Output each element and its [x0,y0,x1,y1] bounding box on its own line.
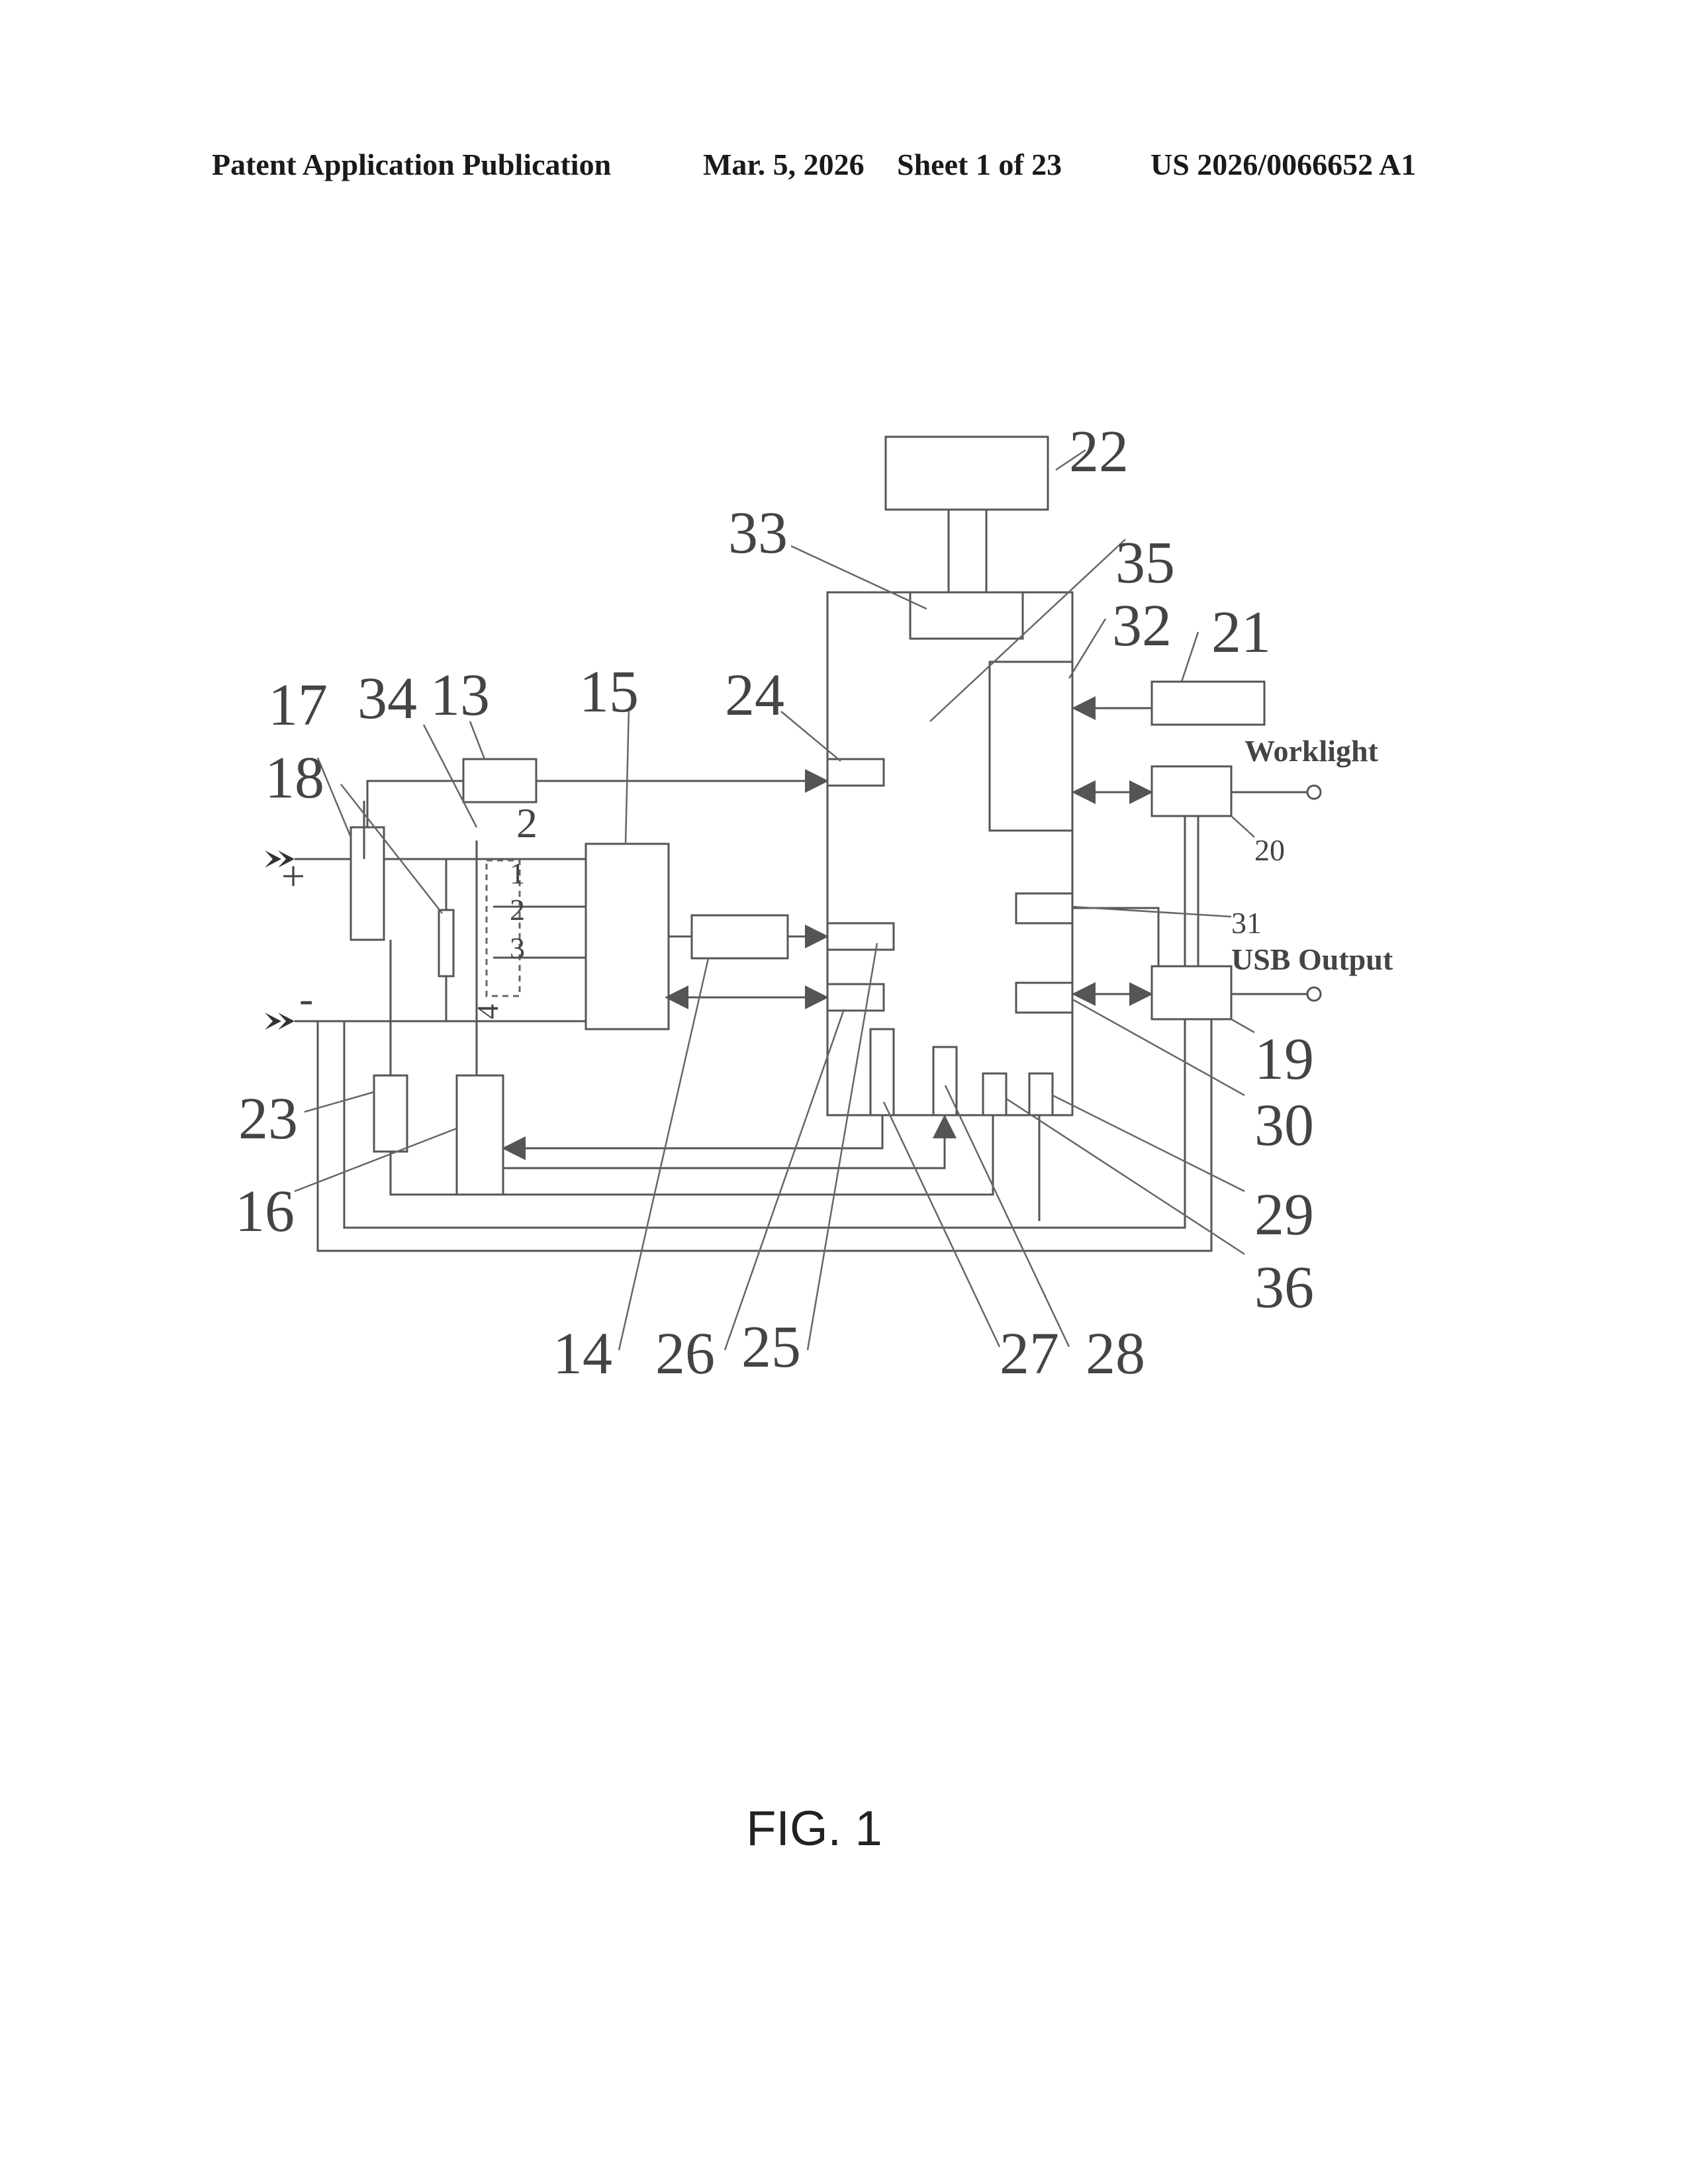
ref-15: 15 [579,659,639,725]
ref-35: 35 [1115,530,1175,596]
sub-block-32 [990,662,1072,831]
ref-28: 28 [1086,1321,1145,1387]
ref-24: 24 [725,662,784,728]
resistor-17 [439,910,453,976]
ref-17: 17 [268,672,328,738]
ref-30: 30 [1254,1093,1314,1158]
block-21 [1152,682,1264,725]
port-28 [933,1047,957,1115]
ref-16: 16 [235,1179,295,1244]
port-36 [983,1073,1006,1115]
ref-33: 33 [728,500,788,566]
ref-34: 34 [357,666,417,731]
usb-output-block-19 [1152,966,1231,1019]
worklight-label: Worklight [1244,734,1379,768]
negative-input-arrow [265,1013,295,1030]
ref-19: 19 [1254,1026,1314,1092]
ref-21: 21 [1211,600,1271,665]
port-29 [1029,1073,1053,1115]
ref-29: 29 [1254,1182,1314,1248]
ref-25: 25 [741,1314,801,1380]
port-26 [827,984,884,1011]
leader-lines [295,450,1254,1350]
port-31 [1016,893,1072,923]
ref-18: 18 [265,745,324,811]
display-block-22 [886,437,1048,510]
ref-14: 14 [553,1321,612,1387]
figure-caption: FIG. 1 [715,1800,914,1856]
connector-block-33 [910,592,1023,639]
ref-23: 23 [238,1086,298,1152]
ref-13: 13 [430,662,490,728]
plus-label: + [281,852,305,899]
fuse-block-18 [351,827,384,940]
ref-32: 32 [1112,593,1172,659]
switch-pos-2: 2 [510,893,525,927]
ref-20: 20 [1254,833,1285,867]
ref-27: 27 [1000,1321,1059,1387]
block-13 [463,759,536,802]
switch-pos-4: 4 [471,1004,504,1019]
port-25 [827,923,894,950]
block-15 [586,844,669,1029]
switch-pos-1: 1 [510,856,525,890]
worklight-terminal [1307,786,1321,799]
port-30 [1016,983,1072,1013]
ref-22: 22 [1069,419,1129,484]
switch-top-label: 2 [516,799,538,846]
ref-31: 31 [1231,906,1262,940]
port-24 [827,759,884,786]
block-23 [374,1075,407,1152]
usb-terminal [1307,987,1321,1001]
port-27 [870,1029,894,1115]
switch-pos-3: 3 [510,931,525,965]
block-14 [692,915,788,958]
minus-label: - [299,975,313,1022]
usb-output-label: USB Output [1231,942,1393,976]
ref-36: 36 [1254,1255,1314,1320]
ref-26: 26 [655,1321,715,1387]
worklight-driver-20 [1152,766,1231,816]
block-16 [457,1075,503,1195]
